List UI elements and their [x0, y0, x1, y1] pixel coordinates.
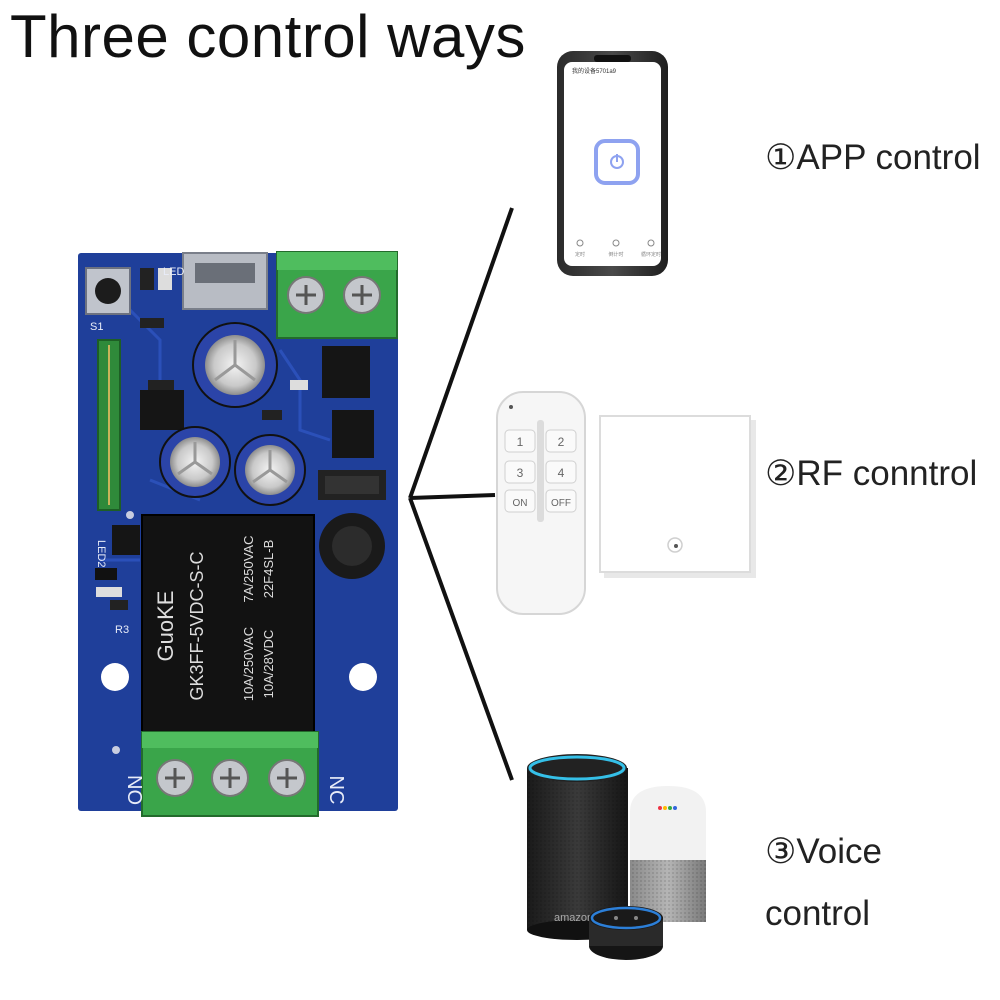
- relay-rating-2: 10A/28VDC: [261, 630, 276, 699]
- relay-rating-4: 22F4SL-B: [261, 540, 276, 599]
- phone-nav-cycle: 循环定时: [641, 251, 661, 258]
- google-home-speaker: [630, 786, 706, 922]
- terminal-nc-label: NC: [325, 776, 347, 805]
- amazon-echo-speaker: amazon: [527, 754, 628, 940]
- relay-rating-1: 10A/250VAC: [241, 627, 256, 701]
- remote-button-on: ON: [513, 498, 528, 509]
- app-control-label: ①APP control: [765, 138, 981, 177]
- voice-control-label: ③Voice: [765, 832, 882, 871]
- remote-button-1: 1: [517, 435, 524, 449]
- voice-control-label-line2: control: [765, 894, 871, 933]
- relay-brand: GuoKE: [153, 591, 178, 662]
- capacitor: [192, 322, 278, 408]
- phone-nav-bar: 定时 倒计时 循环定时: [575, 239, 661, 258]
- echo-dot-speaker: [589, 906, 663, 960]
- terminal-block-output: [141, 731, 319, 817]
- terminal-block-input: [276, 251, 398, 339]
- silk-led: LED: [163, 266, 184, 278]
- relay-model: GK3FF-5VDC-S-C: [187, 551, 207, 700]
- mount-hole: [349, 663, 377, 691]
- silk-led2: LED2: [95, 540, 107, 568]
- remote-button-2: 2: [558, 435, 565, 449]
- silk-r3: R3: [115, 624, 129, 636]
- rf-remote: 1 2 3 4 ON OFF: [496, 391, 586, 615]
- remote-button-off: OFF: [551, 498, 571, 509]
- phone-nav-countdown: 倒计时: [608, 251, 623, 258]
- driver-chip: [332, 410, 374, 458]
- echo-brand: amazon: [554, 912, 593, 924]
- wall-switch-panel: [599, 415, 756, 578]
- ic-chip: [140, 390, 184, 430]
- phone-header: 我的设备5701a9: [572, 67, 617, 75]
- terminal-no-label: NO: [123, 775, 145, 805]
- connector-lines: [408, 207, 514, 781]
- capacitor: [159, 426, 231, 498]
- relay-rating-3: 7A/250VAC: [241, 536, 256, 603]
- page-title: Three control ways: [10, 3, 526, 70]
- reset-button-cap: [95, 278, 121, 304]
- relay-module: GuoKE GK3FF-5VDC-S-C 10A/250VAC 10A/28VD…: [78, 251, 398, 817]
- rf-control-label: ②RF conntrol: [765, 454, 978, 493]
- silk-s1: S1: [90, 321, 103, 333]
- smartphone: 我的设备5701a9 定时 倒计时 循环定时: [557, 51, 668, 276]
- remote-button-4: 4: [558, 466, 565, 480]
- capacitor: [234, 434, 306, 506]
- relay: GuoKE GK3FF-5VDC-S-C 10A/250VAC 10A/28VD…: [141, 514, 315, 734]
- mount-hole: [101, 663, 129, 691]
- remote-button-3: 3: [517, 466, 524, 480]
- phone-nav-timer: 定时: [575, 251, 585, 258]
- regulator-chip: [322, 346, 370, 398]
